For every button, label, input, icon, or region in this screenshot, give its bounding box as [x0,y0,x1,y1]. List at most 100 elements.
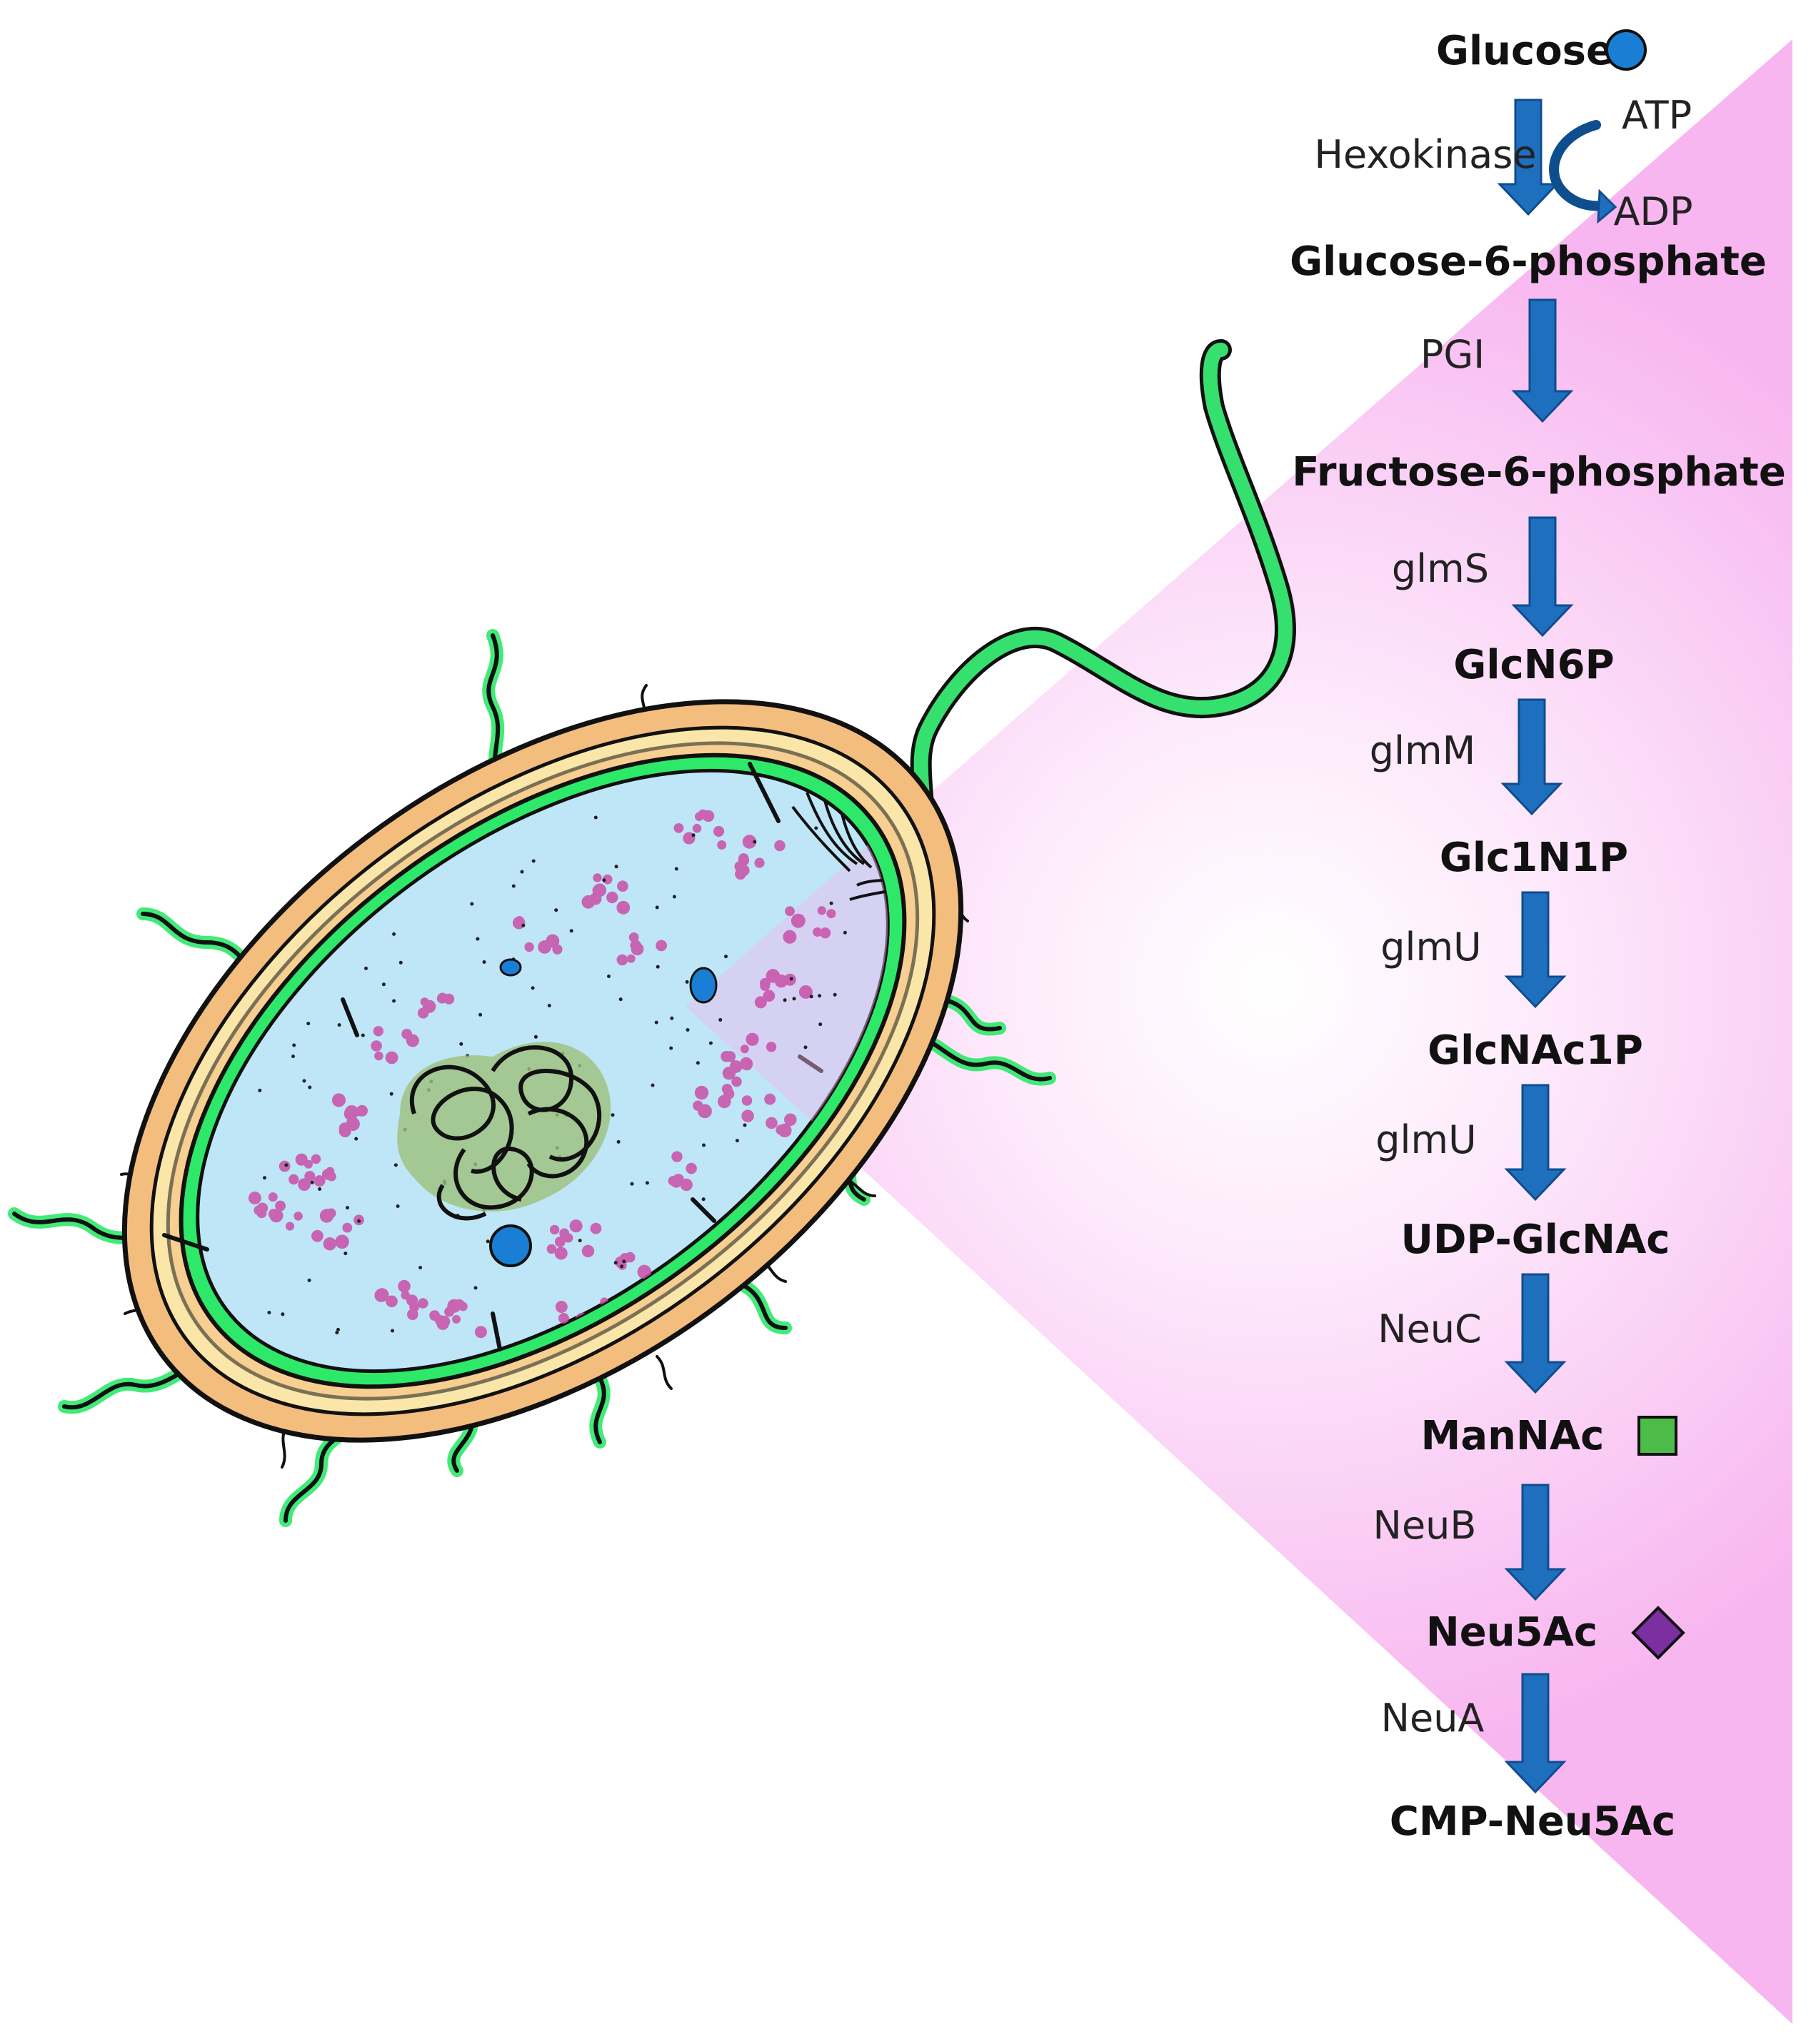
cytosol-particle [630,1182,634,1186]
ribosome [686,1162,697,1174]
ribosome [374,1051,383,1061]
ribosome [417,1007,429,1019]
cytosol-particle [392,932,396,936]
enzyme-neuc: NeuC [1378,1307,1482,1351]
ribosome [741,1095,753,1106]
cytosol-particle [843,930,847,935]
ribosome [791,913,806,928]
ribosome [420,997,429,1007]
ribosome [754,857,765,868]
ribosome [742,835,757,849]
ribosome [401,1029,413,1039]
cytosol-particle [364,966,368,970]
ribosome [785,906,795,917]
ribosome [602,874,613,885]
cytosol-particle [318,1187,322,1191]
ribosome [373,1026,383,1037]
ribosome [692,824,702,833]
ribosome [698,1104,712,1119]
cytosol-particle [602,878,606,882]
cytosol-particle [691,833,696,837]
atp-adp-arrowhead [1597,188,1617,224]
ribosome [418,1298,428,1309]
cytosol-particle [354,1137,358,1141]
nucleoid-dna [410,1045,602,1221]
cytosol-particle [531,859,536,863]
ribosome [616,900,631,915]
cytosol-particle [818,1022,823,1027]
cytosol-particle [267,1311,271,1314]
ribosome [275,1200,286,1212]
mannac-symbol-icon [1637,1416,1677,1456]
cytosol-particle [306,1022,311,1026]
cytosol-particle [753,840,757,844]
inclusion-body [499,958,522,977]
cytosol-particle [616,1139,621,1144]
glucose-symbol-icon [1605,29,1647,71]
cytosol-particle [743,1123,747,1127]
cytosol-particle [613,1261,618,1265]
ribosome [783,930,797,944]
cytosol-particle [346,1206,349,1210]
cytosol-particle [511,884,516,888]
ribosome [385,1051,398,1064]
ribosome [778,1123,792,1137]
ribosome [754,996,767,1009]
ribosome [444,1307,455,1317]
ribosome [323,1237,336,1251]
ribosome [311,1154,321,1164]
ribosome [616,954,628,966]
ribosome [298,1178,311,1191]
ribosome [746,1032,759,1046]
ribosome [443,993,455,1005]
ribosome [702,810,715,822]
cytosol-particle [547,1004,551,1007]
cytosol-particle [651,1083,655,1087]
ribosome [338,1125,351,1137]
reaction-arrow [1511,298,1574,423]
cytosol-particle [783,998,787,1002]
ribosome [268,1192,278,1202]
cytosol-particle [620,1264,624,1269]
ribosome [738,865,750,877]
cytosol-particle [310,1180,314,1184]
sialic-acid-biosynthesis-pathway: Glucose Glucose-6-phosphate Fructose-6-p… [1290,28,1786,1845]
cytosol-particle [672,895,676,899]
ribosome [730,1060,740,1069]
ribosome [656,940,667,952]
cytosol-particle [818,994,822,998]
ribosome [717,840,727,850]
ribosome [344,1105,359,1119]
cofactor-atp: ATP [1622,93,1692,138]
cytosol-particle [336,1327,340,1331]
ribosome [555,1301,568,1313]
neu5ac-symbol-icon [1631,1606,1685,1660]
cytosol-particle [724,955,728,959]
cytosol-particle [569,929,573,933]
ribosome [295,1153,308,1166]
ribosome [313,1175,326,1187]
ribosome [581,1244,595,1258]
metabolite-glucose-6-phosphate: Glucose-6-phosphate [1290,238,1767,285]
ribosome [813,927,823,937]
cytosol-particle [803,1045,808,1049]
ribosome [474,1326,487,1339]
cytosol-particle [398,960,403,965]
cytosol-particle [554,908,558,912]
ribosome [722,1067,736,1080]
cytosol-particle [614,865,618,869]
ribosome [637,1264,652,1279]
ribosome [766,969,781,983]
cytosol-particle [392,999,396,1003]
cytosol-particle [418,1266,423,1269]
cytosol-particle [482,960,486,964]
cytosol-particle [396,1204,400,1208]
enzyme-neua: NeuA [1381,1696,1485,1741]
ribosome [817,906,826,915]
ribosome [436,1317,449,1330]
ribosome [721,1084,733,1094]
nucleoid-halo [397,1042,611,1212]
cytosol-particle [578,1239,582,1243]
ribosome [630,940,641,952]
